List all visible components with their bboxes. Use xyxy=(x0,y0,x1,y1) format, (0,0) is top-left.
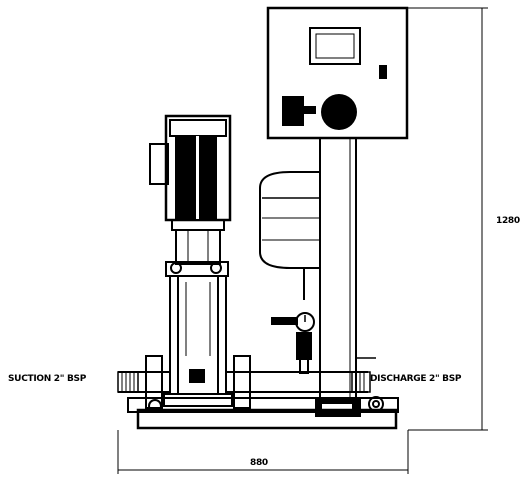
manifold xyxy=(117,355,376,409)
height-dimension-label: 1280 xyxy=(496,216,520,226)
base-plate xyxy=(127,396,399,430)
discharge-label: DISCHARGE 2" BSP xyxy=(370,374,462,384)
width-dimension-label: 880 xyxy=(250,458,268,468)
panel-indicator xyxy=(321,94,357,130)
support-column xyxy=(315,137,361,417)
panel-logo xyxy=(282,96,304,126)
pump-motor xyxy=(149,114,232,231)
pressure-vessel xyxy=(259,171,321,269)
suction-label: SUCTION 2" BSP xyxy=(8,374,87,384)
width-dimension xyxy=(117,430,409,474)
panel-switch xyxy=(379,65,387,79)
control-panel xyxy=(266,6,409,140)
pressure-gauge xyxy=(271,268,315,374)
pump-body xyxy=(163,229,233,407)
height-dimension xyxy=(408,7,488,431)
panel-display-screen xyxy=(309,27,361,65)
suction-inlet xyxy=(117,371,139,393)
discharge-outlet xyxy=(351,371,371,393)
